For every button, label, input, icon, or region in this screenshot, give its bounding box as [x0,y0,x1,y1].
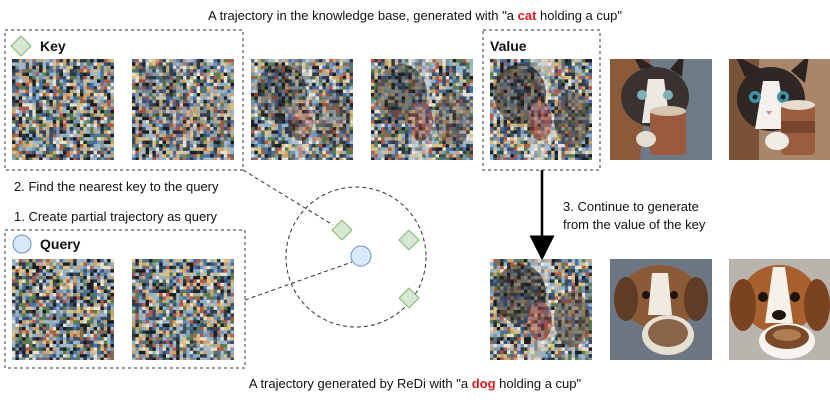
top-caption-highlight: cat [517,8,537,23]
bottom-caption: A trajectory generated by ReDi with "a d… [0,376,830,392]
top-caption-after: holding a cup" [536,8,622,23]
query-noise-image-2 [132,259,234,360]
value-noise-image [490,59,592,160]
step1-text: 1. Create partial trajectory as query [14,209,218,224]
search-space-circle [285,186,427,328]
query-connector-line [244,261,353,301]
step3-text-line2: from the value of the key [563,217,706,232]
bottom-caption-highlight: dog [471,376,496,391]
cat-partial-image [610,59,712,160]
key-noise-image-1 [12,59,114,160]
key-noise-image-4 [371,59,473,160]
key-box [4,29,244,171]
key-noise-image-2 [132,59,234,160]
value-box [482,29,601,171]
step2-text: 2. Find the nearest key to the query [14,179,219,194]
dog-noise-image [490,259,592,360]
key-point-icon [398,229,420,251]
bottom-caption-after: holding a cup" [495,376,582,391]
step3-text-line1: 3. Continue to generate [563,199,699,214]
query-box [4,229,246,369]
key-noise-image-3 [251,59,353,160]
value-label: Value [490,38,527,54]
cat-final-image [729,59,830,160]
dog-final-image [729,259,830,360]
query-point-icon [350,245,372,267]
dog-partial-image [610,259,712,360]
query-label: Query [40,236,81,252]
bottom-caption-before: A trajectory generated by ReDi with "a [248,376,472,391]
key-label: Key [40,38,66,54]
key-connector-line [242,169,334,226]
key-point-icon [398,287,420,309]
query-noise-image-1 [12,259,114,360]
key-legend-icon [10,35,32,57]
query-legend-icon [12,234,32,254]
top-caption: A trajectory in the knowledge base, gene… [0,8,830,24]
top-caption-before: A trajectory in the knowledge base, gene… [208,8,518,23]
key-point-icon [331,219,353,241]
